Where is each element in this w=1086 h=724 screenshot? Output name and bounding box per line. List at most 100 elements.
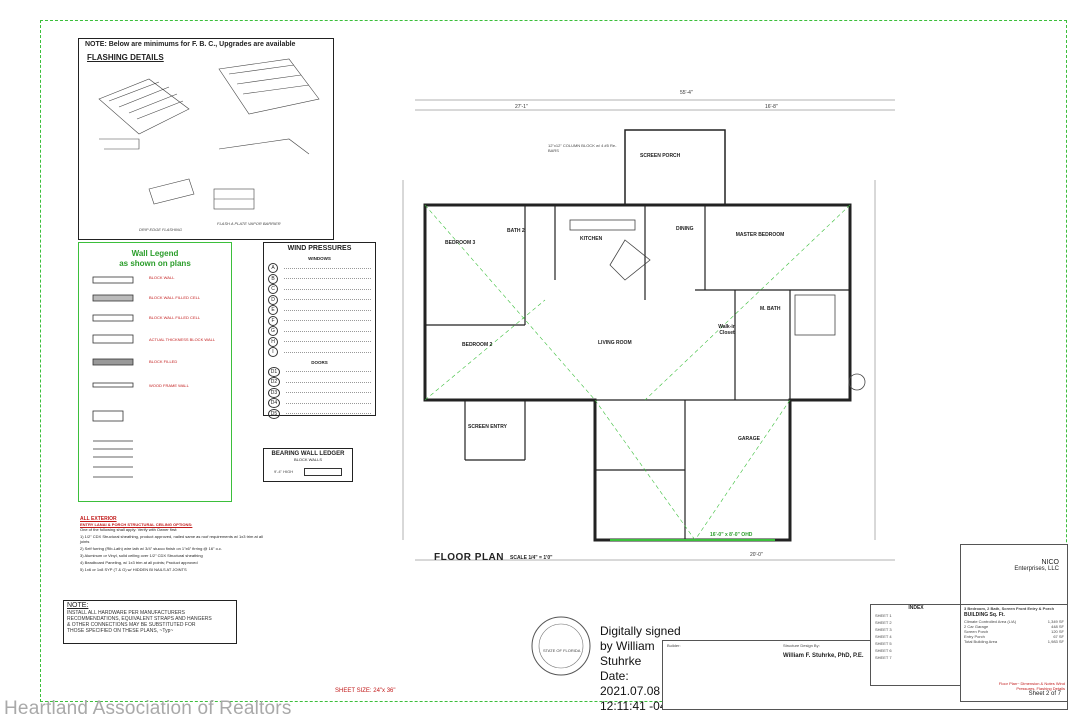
window-mark: A xyxy=(268,263,278,274)
bearing-subtitle: BLOCK WALLS xyxy=(293,457,323,462)
door-mark: D4 xyxy=(268,398,280,409)
wind-row-line xyxy=(284,341,371,343)
floor-plan-drawing xyxy=(402,99,895,561)
wind-row-line xyxy=(284,278,371,280)
wind-row-line xyxy=(284,320,371,322)
legend-item-4: BLOCK FILLED xyxy=(149,359,178,364)
room-dining: DINING xyxy=(676,226,694,232)
drip-edge-label: DRIP EDGE FLASHING xyxy=(139,227,182,232)
note-line-2: & OTHER CONNECTIONS MAY BE SUBSTITUTED F… xyxy=(67,622,196,628)
room-screen-entry: SCREEN ENTRY xyxy=(468,424,507,430)
door-mark: D3 xyxy=(268,387,280,398)
window-mark: F xyxy=(268,315,278,326)
bearing-title: BEARING WALL LEDGER xyxy=(271,451,345,457)
wind-row-line xyxy=(284,299,371,301)
drawing-title: Floor Plan~ Dimension & Notes Wind Press… xyxy=(998,681,1065,691)
wall-legend-swatches xyxy=(92,276,134,478)
dim-top: 55'-4" xyxy=(680,90,693,96)
sheet-index-item: SHEET 7 xyxy=(875,655,892,660)
area-value: 1,983 SF xyxy=(1047,639,1064,644)
plate-label: FLASH A PLATE VAPOR BARRIER xyxy=(217,221,281,226)
wind-row-line xyxy=(284,288,371,290)
engineer-name: William F. Stuhrke, PhD, P.E. xyxy=(783,653,864,659)
window-mark: G xyxy=(268,326,278,337)
wind-door-row: D3 xyxy=(268,387,371,399)
wind-window-row: E xyxy=(268,305,371,316)
sheet-index-item: SHEET 5 xyxy=(875,641,892,646)
note-line-1: RECOMMENDATIONS, EQUIVALENT STRAPS AND H… xyxy=(67,616,212,622)
dim-left-a: 27'-1" xyxy=(515,104,528,110)
wind-door-row: D2 xyxy=(268,377,371,388)
area-label: Screen Porch xyxy=(964,629,989,634)
legend-item-0: BLOCK WALL xyxy=(149,275,175,280)
sheet-number: Sheet 2 of 7 xyxy=(1028,691,1061,697)
bearing-wall-box: BEARING WALL LEDGER BLOCK WALLS 9'-4" HI… xyxy=(263,448,353,482)
room-screen-porch: SCREEN PORCH xyxy=(640,153,681,159)
wind-row-line xyxy=(286,392,371,394)
wind-window-row: G xyxy=(268,326,371,337)
door-mark: D1 xyxy=(268,366,280,377)
hardware-note-box: NOTE: INSTALL ALL HARDWARE PER MANUFACTU… xyxy=(63,600,237,644)
room-bath2: BATH 2 xyxy=(507,228,525,234)
wind-row-line xyxy=(284,267,371,269)
wind-row-line xyxy=(286,381,371,383)
legend-item-3: ACTUAL THICKNESS BLOCK WALL xyxy=(149,337,216,342)
area-value: 448 SF xyxy=(1051,624,1064,629)
area-value: 120 SF xyxy=(1051,629,1064,634)
area-value: 1,349 SF xyxy=(1047,619,1064,624)
realtor-watermark: Heartland Association of Realtors xyxy=(4,698,292,719)
area-label: Climate Controlled Area (L/A) xyxy=(964,619,1017,624)
sheet-index-item: SHEET 6 xyxy=(875,648,892,653)
wind-title: WIND PRESSURES xyxy=(287,245,352,252)
wind-row-line xyxy=(284,330,371,332)
window-mark: H xyxy=(268,336,278,347)
exterior-line-6: 5) 1x6 or 1x8 SYP (T & G) w/ HIDDEN BI N… xyxy=(80,567,187,572)
doors-label: DOORS xyxy=(311,359,328,365)
building-label: BUILDING Sq. Ft. xyxy=(964,612,1005,618)
project-title: 3 Bedroom, 2 Bath, Screen Front Entry & … xyxy=(964,606,1055,611)
wall-legend-title: Wall Legend xyxy=(131,249,179,258)
wind-door-row: D4 xyxy=(268,398,371,409)
garage-door-label: 16'-0" x 8'-0" OHD xyxy=(710,532,753,538)
wall-legend-subtitle: as shown on plans xyxy=(119,259,191,268)
index-title: INDEX xyxy=(908,605,924,611)
wind-door-row: D1 xyxy=(268,366,371,378)
note-title: NOTE: xyxy=(67,602,89,609)
room-walk-in: Walk-in Closet xyxy=(718,324,736,336)
exterior-line-4: 3) Aluminum or Vinyl, solid ceiling over… xyxy=(80,553,203,558)
area-row: Entry Porch 67 SF xyxy=(964,634,1064,639)
company-name: NICO xyxy=(1041,559,1060,566)
sheet-index-item: SHEET 1 xyxy=(875,613,892,618)
note-line-0: INSTALL ALL HARDWARE PER MANUFACTURERS xyxy=(67,610,185,616)
exterior-options: ALL EXTERIOR ENTRY LANAI & PORCH STRUCTU… xyxy=(80,516,270,572)
screen-porch-outline xyxy=(624,129,726,206)
column-note: 12"x12" COLUMN BLOCK w/ 4 #5 Re-BARS xyxy=(548,143,617,153)
legend-item-1: BLOCK WALL FILLED CELL xyxy=(149,295,201,300)
exterior-line-2: 1) 1/2" CDX Structural sheathing, produc… xyxy=(80,534,263,544)
wind-row-line xyxy=(286,371,371,373)
room-master: MASTER BEDROOM xyxy=(735,232,785,238)
wall-legend-box: Wall Legend as shown on plans BLOCK WALL… xyxy=(78,242,232,502)
legend-item-2: BLOCK WALL FILLED CELL xyxy=(149,315,201,320)
area-value: 67 SF xyxy=(1053,634,1064,639)
seal-text: STATE OF FLORIDA xyxy=(543,648,581,653)
wind-window-row: B xyxy=(268,273,371,285)
door-mark: D2 xyxy=(268,377,280,388)
area-label: Total Building Area xyxy=(964,639,998,644)
builder-label: Builder: xyxy=(667,643,681,648)
flashing-note: NOTE: Below are minimums for F. B. C., U… xyxy=(85,41,296,48)
room-bedroom3: BEDROOM 3 xyxy=(445,240,476,246)
floor-plan-scale: SCALE 1/4" = 1'0" xyxy=(510,555,553,561)
room-bedroom2: BEDROOM 2 xyxy=(462,342,493,348)
window-mark: B xyxy=(268,273,278,284)
wind-window-row: F xyxy=(268,315,371,327)
wind-row-line xyxy=(286,413,371,415)
area-label: Entry Porch xyxy=(964,634,985,639)
door-mark: D5 xyxy=(268,408,280,419)
window-mark: I xyxy=(268,347,278,358)
